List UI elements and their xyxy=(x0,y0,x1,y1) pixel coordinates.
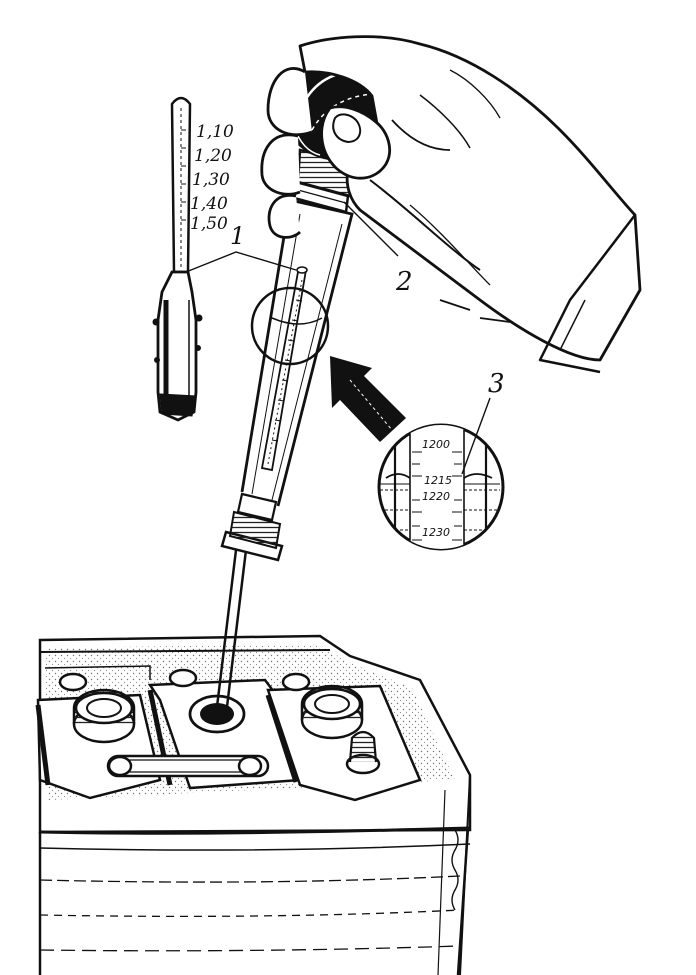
magnified-view: 1200 1215 1220 1230 xyxy=(377,423,505,551)
callout-1: 1 xyxy=(185,222,297,273)
ring-finger xyxy=(267,194,301,239)
middle-finger xyxy=(260,133,301,196)
inner-float xyxy=(260,266,308,472)
scale-label-1: 1,10 xyxy=(196,122,234,142)
zoom-circle xyxy=(250,286,330,366)
hydrometer-stem xyxy=(170,96,192,274)
scale-label-5: 1,50 xyxy=(190,214,228,234)
hydrometer-scale: 1,10 1,20 1,30 1,40 1,50 xyxy=(190,122,234,234)
callout-2: 2 xyxy=(343,201,413,297)
hydrometer-syringe xyxy=(214,63,397,716)
filler-cap-right xyxy=(300,684,364,740)
glass-barrel xyxy=(240,198,354,507)
index-finger xyxy=(266,67,313,137)
callout-2-number: 2 xyxy=(395,267,413,297)
mag-label-1220: 1220 xyxy=(422,490,450,503)
battery xyxy=(35,634,472,975)
battery-terminal xyxy=(345,730,381,775)
hand xyxy=(260,35,642,374)
callout-3-number: 3 xyxy=(488,369,505,399)
suction-tube xyxy=(214,549,248,716)
scale-label-2: 1,20 xyxy=(194,146,232,166)
pointer-arrow xyxy=(330,356,406,442)
float-hydrometer xyxy=(152,96,203,422)
mag-label-1200: 1200 xyxy=(422,438,450,451)
mag-label-1230: 1230 xyxy=(422,526,450,539)
callout-1-number: 1 xyxy=(230,222,245,250)
scale-label-3: 1,30 xyxy=(192,170,230,190)
scale-label-4: 1,40 xyxy=(190,194,228,214)
filler-cap-left xyxy=(72,688,136,744)
mag-label-1215: 1215 xyxy=(424,474,452,487)
callout-3: 3 xyxy=(461,369,505,475)
